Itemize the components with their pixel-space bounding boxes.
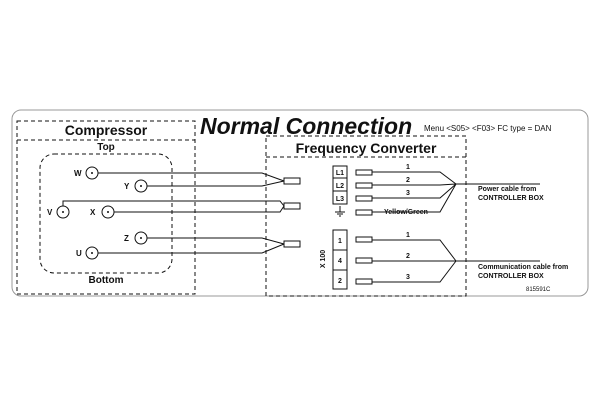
svg-text:U: U bbox=[76, 249, 82, 258]
frequency-converter-box bbox=[265, 135, 467, 297]
comm-wires: 1 2 3 bbox=[355, 232, 540, 285]
frequency-converter-label: Frequency Converter bbox=[296, 140, 437, 156]
compressor-label: Compressor bbox=[65, 122, 148, 138]
power-wire-2: 2 bbox=[406, 177, 410, 184]
comm-cable-label-line1: Communication cable from bbox=[478, 264, 568, 271]
power-wires: 1 2 3 Yellow/Green bbox=[355, 164, 540, 216]
power-wire-1: 1 bbox=[406, 164, 410, 171]
comm-connector-label: X 100 bbox=[320, 250, 327, 268]
menu-note: Menu <S05> <F03> FC type = DAN bbox=[424, 124, 552, 133]
terminal-l3: L3 bbox=[336, 196, 344, 203]
svg-text:Z: Z bbox=[124, 234, 129, 243]
top-label: Top bbox=[97, 142, 115, 153]
comm-terminal-2: 2 bbox=[338, 278, 342, 285]
svg-text:V: V bbox=[47, 208, 53, 217]
part-number: 815591C bbox=[526, 287, 551, 293]
comm-terminal-block: 1 4 2 X 100 bbox=[320, 229, 348, 290]
ground-wire-label: Yellow/Green bbox=[384, 209, 428, 216]
bottom-label: Bottom bbox=[89, 275, 124, 286]
compressor-wires bbox=[62, 172, 301, 254]
comm-wire-2: 2 bbox=[406, 253, 410, 260]
diagram-title: Normal Connection bbox=[200, 113, 412, 139]
comm-wire-1: 1 bbox=[406, 232, 410, 239]
comm-cable-label-line2: CONTROLLER BOX bbox=[478, 273, 544, 280]
power-terminal-block: L1 L2 L3 bbox=[332, 165, 348, 205]
comm-terminal-4: 4 bbox=[338, 258, 342, 265]
power-cable-label-line2: CONTROLLER BOX bbox=[478, 195, 544, 202]
svg-text:W: W bbox=[74, 169, 82, 178]
motor-outline bbox=[39, 153, 173, 274]
power-cable-label-line1: Power cable from bbox=[478, 186, 536, 193]
power-wire-3: 3 bbox=[406, 190, 410, 197]
comm-wire-3: 3 bbox=[406, 274, 410, 281]
ground-icon bbox=[335, 206, 345, 217]
terminal-l1: L1 bbox=[336, 170, 344, 177]
svg-text:X: X bbox=[90, 208, 96, 217]
terminal-l2: L2 bbox=[336, 183, 344, 190]
comm-terminal-1: 1 bbox=[338, 238, 342, 245]
svg-text:Y: Y bbox=[124, 182, 130, 191]
